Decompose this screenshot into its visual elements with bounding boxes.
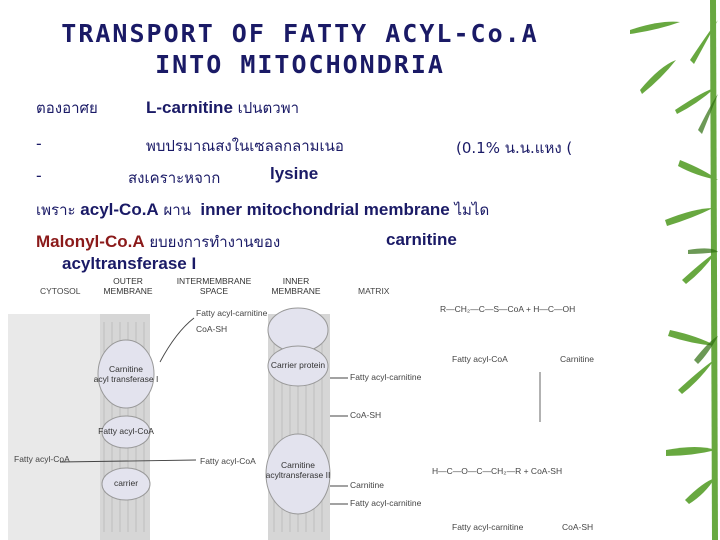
cat-ii-enzyme <box>265 433 331 515</box>
l3-dash: - <box>36 166 42 185</box>
line-5b: carnitine <box>386 230 457 250</box>
flow-arrows <box>59 317 348 505</box>
header-outer-1: OUTER <box>113 276 143 286</box>
header-inter-1: INTERMEMBRANE <box>177 276 252 286</box>
line-3: สงเคราะหจาก <box>128 166 220 190</box>
header-inner-2: MEMBRANE <box>271 286 320 296</box>
line-4: เพราะ acyl-Co.A ผาน inner mitochondrial … <box>36 198 489 222</box>
header-outer-2: MEMBRANE <box>103 286 152 296</box>
line-3b: lysine <box>270 164 318 184</box>
formula-top: R—CH₂—C—S—CoA + H—C—OH <box>440 304 575 314</box>
l2-thai-a: พบปรมาณสงในเซลลกลามเนอ <box>146 137 344 155</box>
l1-thai-a: ตองอาศย <box>36 99 98 117</box>
l6-acyltransferase: acyltransferase I <box>62 254 197 273</box>
label-carrier: carrier <box>114 478 138 488</box>
label-carrier-protein: Carrier protein <box>271 360 326 370</box>
l4-thai-e: ไมได <box>454 201 490 219</box>
outer-carrier-oval <box>101 415 151 449</box>
line-2: พบปรมาณสงในเซลลกลามเนอ <box>146 134 344 158</box>
label-cat-i-1: Carnitine <box>109 364 143 374</box>
name-carnitine: Carnitine <box>560 354 594 364</box>
l4-membrane: inner mitochondrial membrane <box>200 200 450 219</box>
l5-malonyl: Malonyl-Co.A <box>36 232 145 251</box>
label-cat-ii-2: acyltransferase II <box>266 470 331 480</box>
label-cat-ii-1: Carnitine <box>281 460 315 470</box>
l3-thai-a: สงเคราะหจาก <box>128 169 221 187</box>
label-fatty-acyl-coa-2: Fatty acyl-CoA <box>200 456 256 466</box>
l2-dash: - <box>36 134 42 153</box>
name-coash: CoA-SH <box>562 522 593 532</box>
carrier-oval <box>101 467 151 501</box>
label-fatty-acyl-carnitine-3: Fatty acyl-carnitine <box>350 498 422 508</box>
label-fatty-acyl-carnitine-1: Fatty acyl-carnitine <box>196 308 268 318</box>
l1-thai-c: เปนตวพา <box>237 99 300 117</box>
line-2b: (0.1% น.น.แหง ( <box>456 136 572 160</box>
formula-bottom: H—C—O—C—CH₂—R + CoA-SH <box>432 466 562 476</box>
label-cat-i-2: acyl transferase I <box>94 374 159 384</box>
l5-thai-b: ยบยงการทำงานของ <box>149 233 281 251</box>
cat-i-enzyme <box>97 339 155 409</box>
l3-lysine: lysine <box>270 164 319 183</box>
label-fatty-acyl-coa-left: Fatty acyl-CoA <box>14 454 70 464</box>
carrier-protein-top <box>267 307 329 353</box>
l4-thai-a: เพราะ <box>36 201 76 219</box>
name-fatty-acyl-coa: Fatty acyl-CoA <box>452 354 508 364</box>
header-inter-2: SPACE <box>200 286 229 296</box>
reaction-top: R—CH₂—C—S—CoA + H—C—OH Fatty acyl-CoA Ca… <box>440 304 594 364</box>
carnitine-shuttle-diagram: OUTER MEMBRANE INTERMEMBRANE SPACE INNER… <box>8 276 594 540</box>
slide-title: TRANSPORT OF FATTY ACYL-Co.A INTO MITOCH… <box>0 18 600 80</box>
reaction-bottom: H—C—O—C—CH₂—R + CoA-SH Fatty acyl-carnit… <box>432 466 593 532</box>
header-matrix: MATRIX <box>358 286 390 296</box>
line-6: acyltransferase I <box>62 254 196 274</box>
carrier-protein <box>267 345 329 387</box>
bamboo-decoration <box>630 0 718 540</box>
header-cytosol: CYTOSOL <box>40 286 81 296</box>
line-1: ตองอาศย <box>36 96 98 120</box>
l4-acylcoa: acyl-Co.A <box>80 200 159 219</box>
label-coash-1: CoA-SH <box>196 324 227 334</box>
title-line-1: TRANSPORT OF FATTY ACYL-Co.A <box>61 19 539 48</box>
label-fatty-acyl-coa: Fatty acyl-CoA <box>98 426 154 436</box>
header-inner-1: INNER <box>283 276 309 286</box>
label-carnitine: Carnitine <box>350 480 384 490</box>
label-coash-2: CoA-SH <box>350 410 381 420</box>
l2-thai-b: (0.1% น.น.แหง ( <box>456 139 573 157</box>
l5-carnitine: carnitine <box>386 230 457 249</box>
l1-carnitine: L-carnitine <box>146 98 233 117</box>
line-1b: L-carnitine เปนตวพา <box>146 96 299 120</box>
title-line-2: INTO MITOCHONDRIA <box>155 50 445 79</box>
line-5: Malonyl-Co.A ยบยงการทำงานของ <box>36 230 280 254</box>
label-fatty-acyl-carnitine-2: Fatty acyl-carnitine <box>350 372 422 382</box>
l4-thai-c: ผาน <box>163 201 191 219</box>
name-fatty-acyl-carnitine: Fatty acyl-carnitine <box>452 522 524 532</box>
